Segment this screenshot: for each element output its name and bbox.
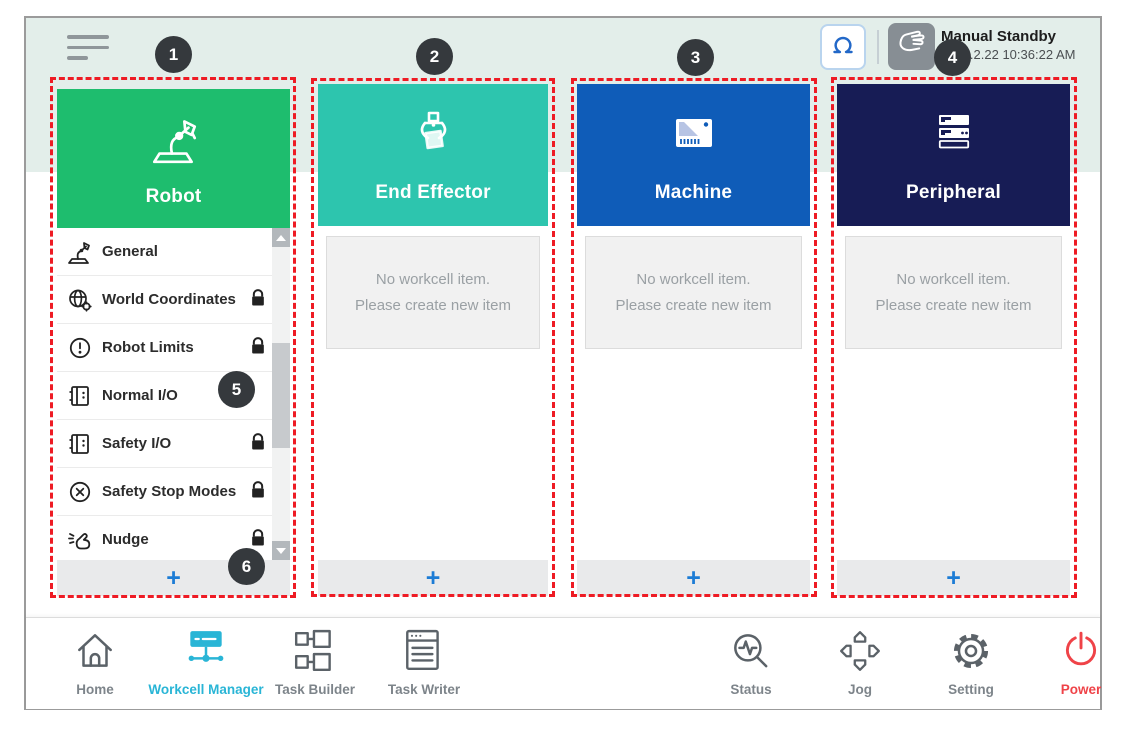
safety-stop-icon (65, 478, 95, 506)
workcell-item-world-coordinates[interactable]: World Coordinates (57, 276, 272, 324)
io-icon (65, 430, 95, 458)
robot-arm-icon (65, 238, 95, 266)
robot-status-text: Manual Standby (941, 28, 1057, 45)
triangle-down-icon (276, 547, 286, 554)
nav-item-label: Workcell Manager (148, 682, 264, 697)
nav-item-home[interactable]: Home (40, 628, 150, 697)
peripheral-icon (926, 107, 982, 168)
power-icon (1058, 628, 1104, 679)
task-builder-icon (292, 628, 338, 679)
plus-icon: + (425, 564, 441, 592)
column-title: Robot (145, 186, 202, 207)
topbar-divider (877, 30, 879, 64)
bottom-navigation: Home Workcell Manager Task (26, 617, 1101, 709)
gripper-icon (405, 107, 461, 168)
empty-state-line1: No workcell item. (636, 270, 751, 288)
robot-arm-icon (145, 109, 203, 172)
add-machine-item-button[interactable]: + (577, 560, 810, 596)
nav-item-label: Jog (847, 682, 872, 697)
nav-item-setting[interactable]: Setting (916, 628, 1026, 697)
annotation-badge-1: 1 (155, 36, 192, 73)
workcell-item-safety-stop-modes[interactable]: Safety Stop Modes (57, 468, 272, 516)
peripheral-column-header[interactable]: Peripheral (837, 84, 1070, 226)
machine-icon (666, 107, 722, 168)
io-icon (65, 382, 95, 410)
column-title: Peripheral (906, 181, 1001, 203)
workcell-item-label: Robot Limits (102, 339, 194, 356)
status-icon (728, 628, 774, 679)
status-datetime: 2022.2.22 10:36:22 AM (941, 47, 1076, 62)
nav-item-label: Home (76, 682, 114, 697)
workcell-item-label: Safety I/O (102, 435, 172, 452)
workcell-manager-icon (183, 628, 229, 679)
nav-item-label: Task Builder (274, 682, 356, 697)
triangle-up-icon (276, 234, 286, 241)
jog-icon (837, 628, 883, 679)
hand-icon (894, 26, 930, 67)
scroll-down-button[interactable] (272, 541, 290, 560)
menu-icon[interactable] (67, 35, 109, 61)
empty-state-line1: No workcell item. (375, 270, 491, 288)
lock-icon (248, 336, 268, 361)
column-title: Machine (654, 181, 733, 203)
annotation-badge-3: 3 (677, 39, 714, 76)
workcell-item-label: Safety Stop Modes (102, 483, 237, 500)
workcell-item-label: General (102, 243, 158, 260)
nav-item-task-writer[interactable]: Task Writer (369, 628, 479, 697)
workcell-item-label: World Coordinates (102, 291, 236, 308)
empty-state-box: No workcell item. Please create new item (585, 236, 802, 349)
nav-item-status[interactable]: Status (696, 628, 806, 697)
workcell-item-safety-io[interactable]: Safety I/O (57, 420, 272, 468)
add-end-effector-item-button[interactable]: + (318, 560, 548, 596)
world-coordinates-icon (65, 286, 95, 314)
workcell-item-robot-limits[interactable]: Robot Limits (57, 324, 272, 372)
robot-column-header[interactable]: Robot (57, 89, 290, 228)
scrollbar (272, 228, 290, 560)
nav-item-label: Status (730, 682, 772, 697)
task-writer-icon (401, 628, 447, 679)
scroll-up-button[interactable] (272, 228, 290, 247)
manual-mode-button[interactable] (888, 23, 935, 70)
lock-icon (248, 528, 268, 553)
nav-item-power[interactable]: Power (1026, 628, 1134, 697)
end-effector-column-header[interactable]: End Effector (318, 84, 548, 226)
nav-item-task-builder[interactable]: Task Builder (260, 628, 370, 697)
nav-item-label: Setting (948, 682, 994, 697)
nav-item-jog[interactable]: Jog (805, 628, 915, 697)
nav-item-label: Task Writer (387, 682, 461, 697)
empty-state-line2: Please create new item (355, 296, 511, 314)
add-peripheral-item-button[interactable]: + (837, 560, 1070, 596)
lock-icon (248, 288, 268, 313)
annotation-badge-2: 2 (416, 38, 453, 75)
machine-column-header[interactable]: Machine (577, 84, 810, 226)
nudge-icon (65, 526, 95, 554)
scrollbar-thumb[interactable] (272, 343, 290, 448)
nav-item-workcell-manager[interactable]: Workcell Manager (131, 628, 281, 697)
robot-limits-icon (65, 334, 95, 362)
lock-icon (248, 432, 268, 457)
home-icon (72, 628, 118, 679)
empty-state-line2: Please create new item (875, 296, 1032, 314)
annotation-badge-5: 5 (218, 371, 255, 408)
workcell-item-label: Nudge (102, 531, 149, 548)
empty-state-box: No workcell item. Please create new item (845, 236, 1062, 349)
setting-icon (948, 628, 994, 679)
annotation-badge-6: 6 (228, 548, 265, 585)
plus-icon: + (946, 564, 961, 592)
robot-item-list: General World Coordinates (57, 228, 290, 560)
workcell-item-label: Normal I/O (102, 387, 178, 404)
plus-icon: + (166, 564, 181, 592)
lock-icon (248, 480, 268, 505)
plus-icon: + (686, 564, 701, 592)
empty-state-box: No workcell item. Please create new item (326, 236, 540, 349)
empty-state-line2: Please create new item (615, 296, 772, 314)
empty-state-line1: No workcell item. (896, 270, 1011, 288)
workcell-item-general[interactable]: General (57, 228, 272, 276)
annotation-badge-4: 4 (934, 39, 971, 76)
column-title: End Effector (375, 181, 491, 203)
robot-mode-button[interactable] (820, 24, 866, 70)
nav-item-label: Power (1060, 682, 1102, 697)
gripper-icon (826, 28, 860, 67)
